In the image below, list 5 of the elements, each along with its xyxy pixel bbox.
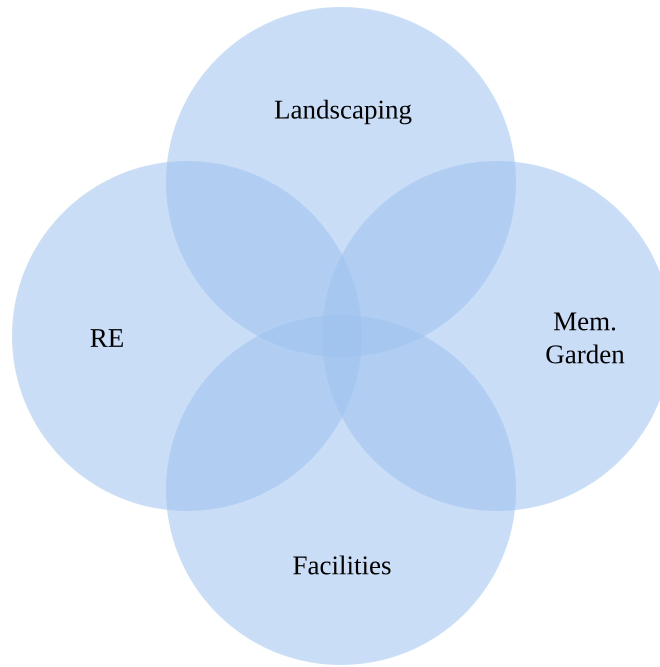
circle-label: Facilities [293,556,391,574]
venn-circle [166,315,516,665]
circle-label: RE [90,329,123,347]
circle-label: Landscaping [274,100,412,124]
circle-label: Mem. Garden [546,312,624,364]
